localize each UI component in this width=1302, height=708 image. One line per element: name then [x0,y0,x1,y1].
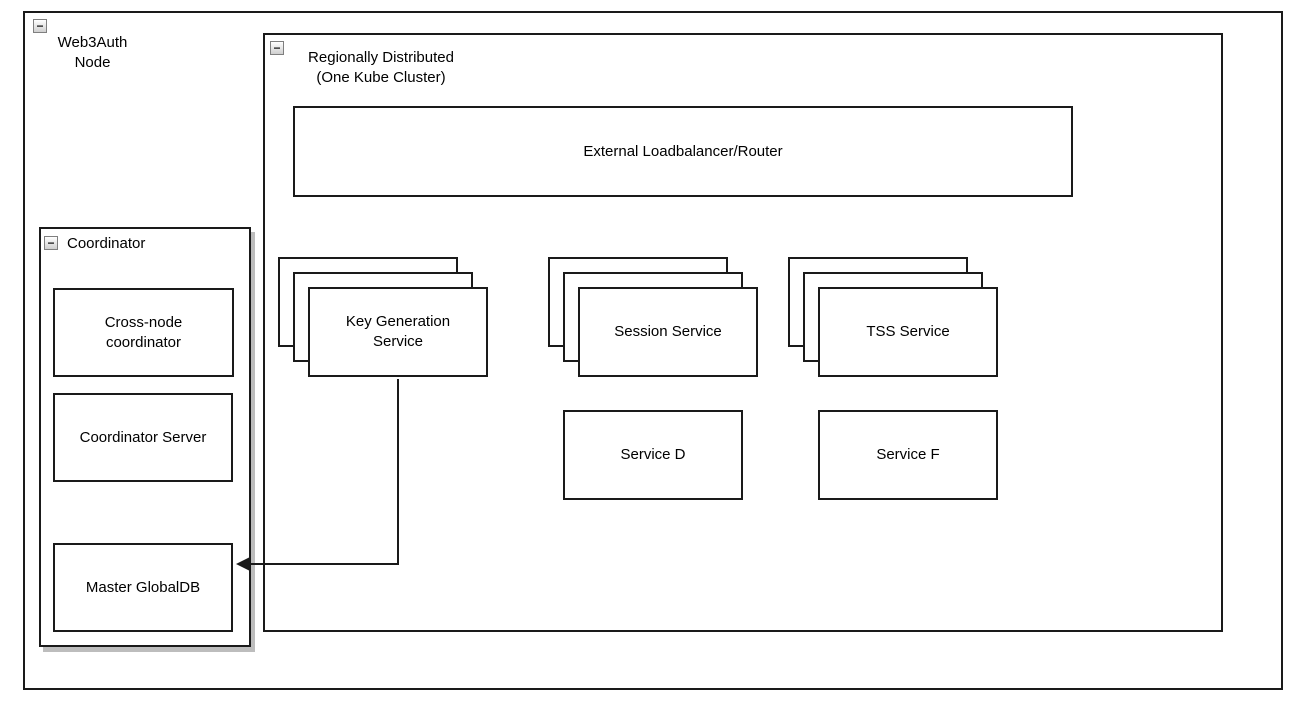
stack-front-box[interactable]: Key Generation Service [308,287,488,377]
session-service-stack[interactable]: Session Service [548,257,760,379]
service-f-label: Service F [876,446,940,463]
key-generation-service-label: Key Generation Service [345,313,451,350]
service-d-label: Service D [620,446,686,463]
cross-node-coordinator-box[interactable]: Cross-node coordinator [53,288,234,377]
regional-cluster-label: Regionally Distributed (One Kube Cluster… [288,48,474,88]
collapse-icon[interactable]: − [270,41,284,55]
regional-cluster-label-line2: (One Kube Cluster) [316,69,446,86]
regional-cluster-label-line1: Regionally Distributed [308,49,454,66]
tss-service-stack[interactable]: TSS Service [788,257,1000,379]
coordinator-server-label: Coordinator Server [79,428,207,446]
tss-service-label: TSS Service [866,323,950,340]
service-f-box[interactable]: Service F [818,410,998,500]
stack-front-box[interactable]: TSS Service [818,287,998,377]
coordinator-label: Coordinator [67,235,146,252]
external-loadbalancer-label: External Loadbalancer/Router [583,142,783,160]
key-generation-service-stack[interactable]: Key Generation Service [278,257,490,379]
master-globaldb-label: Master GlobalDB [85,578,201,596]
collapse-icon[interactable]: − [44,236,58,250]
web3auth-node-label-line2: Node [74,54,111,71]
master-globaldb-box[interactable]: Master GlobalDB [53,543,233,632]
web3auth-node-label: Web3Auth Node [40,33,145,73]
coordinator-server-box[interactable]: Coordinator Server [53,393,233,482]
service-d-box[interactable]: Service D [563,410,743,500]
session-service-label: Session Service [614,323,722,340]
web3auth-node-label-line1: Web3Auth [57,34,128,51]
cross-node-coordinator-label: Cross-node coordinator [104,313,183,351]
external-loadbalancer-box[interactable]: External Loadbalancer/Router [293,106,1073,197]
stack-front-box[interactable]: Session Service [578,287,758,377]
collapse-icon[interactable]: − [33,19,47,33]
